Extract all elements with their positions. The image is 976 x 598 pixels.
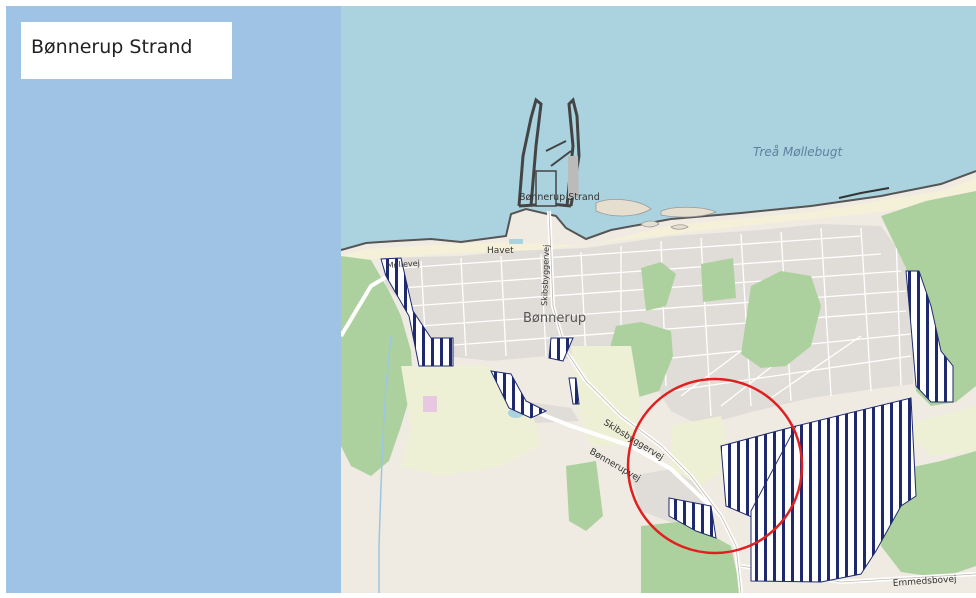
farmland	[901, 406, 976, 456]
sandbar	[660, 206, 717, 218]
label-emmedsbovej: Emmedsbovej	[893, 575, 957, 589]
sea	[341, 6, 976, 250]
forest	[341, 256, 413, 476]
forest	[741, 271, 821, 368]
harbour-pier	[545, 140, 572, 167]
farmland	[571, 346, 641, 446]
label-havet: Havet	[487, 246, 514, 256]
sandbar	[670, 224, 689, 230]
special-area	[423, 396, 437, 412]
highlight-circle	[626, 377, 804, 555]
label-bay: Treå Møllebugt	[753, 145, 843, 159]
forest	[701, 258, 736, 302]
harbour-basin	[535, 170, 557, 207]
harbour-pier	[568, 156, 579, 198]
forest	[566, 461, 603, 531]
page-title: Bønnerup Strand	[31, 36, 193, 58]
beach	[341, 178, 976, 262]
label-skibsbyggervej-north: Skibsbyggervej	[540, 245, 551, 307]
spit	[838, 187, 890, 199]
left-panel	[6, 6, 341, 593]
label-harbour: Bønnerup Strand	[519, 192, 600, 203]
stream	[378, 335, 392, 593]
coastline	[340, 170, 976, 251]
sandbar	[640, 220, 660, 228]
forest	[641, 262, 676, 311]
pond	[509, 239, 523, 244]
map-view[interactable]: Treå Møllebugt Bønnerup Strand Bønnerup …	[339, 6, 976, 594]
label-town: Bønnerup	[523, 311, 586, 326]
hatched-zones	[380, 257, 954, 583]
label-mollevej: Møllevej	[387, 259, 421, 270]
title-box: Bønnerup Strand	[21, 22, 232, 79]
sandbar	[595, 199, 652, 217]
